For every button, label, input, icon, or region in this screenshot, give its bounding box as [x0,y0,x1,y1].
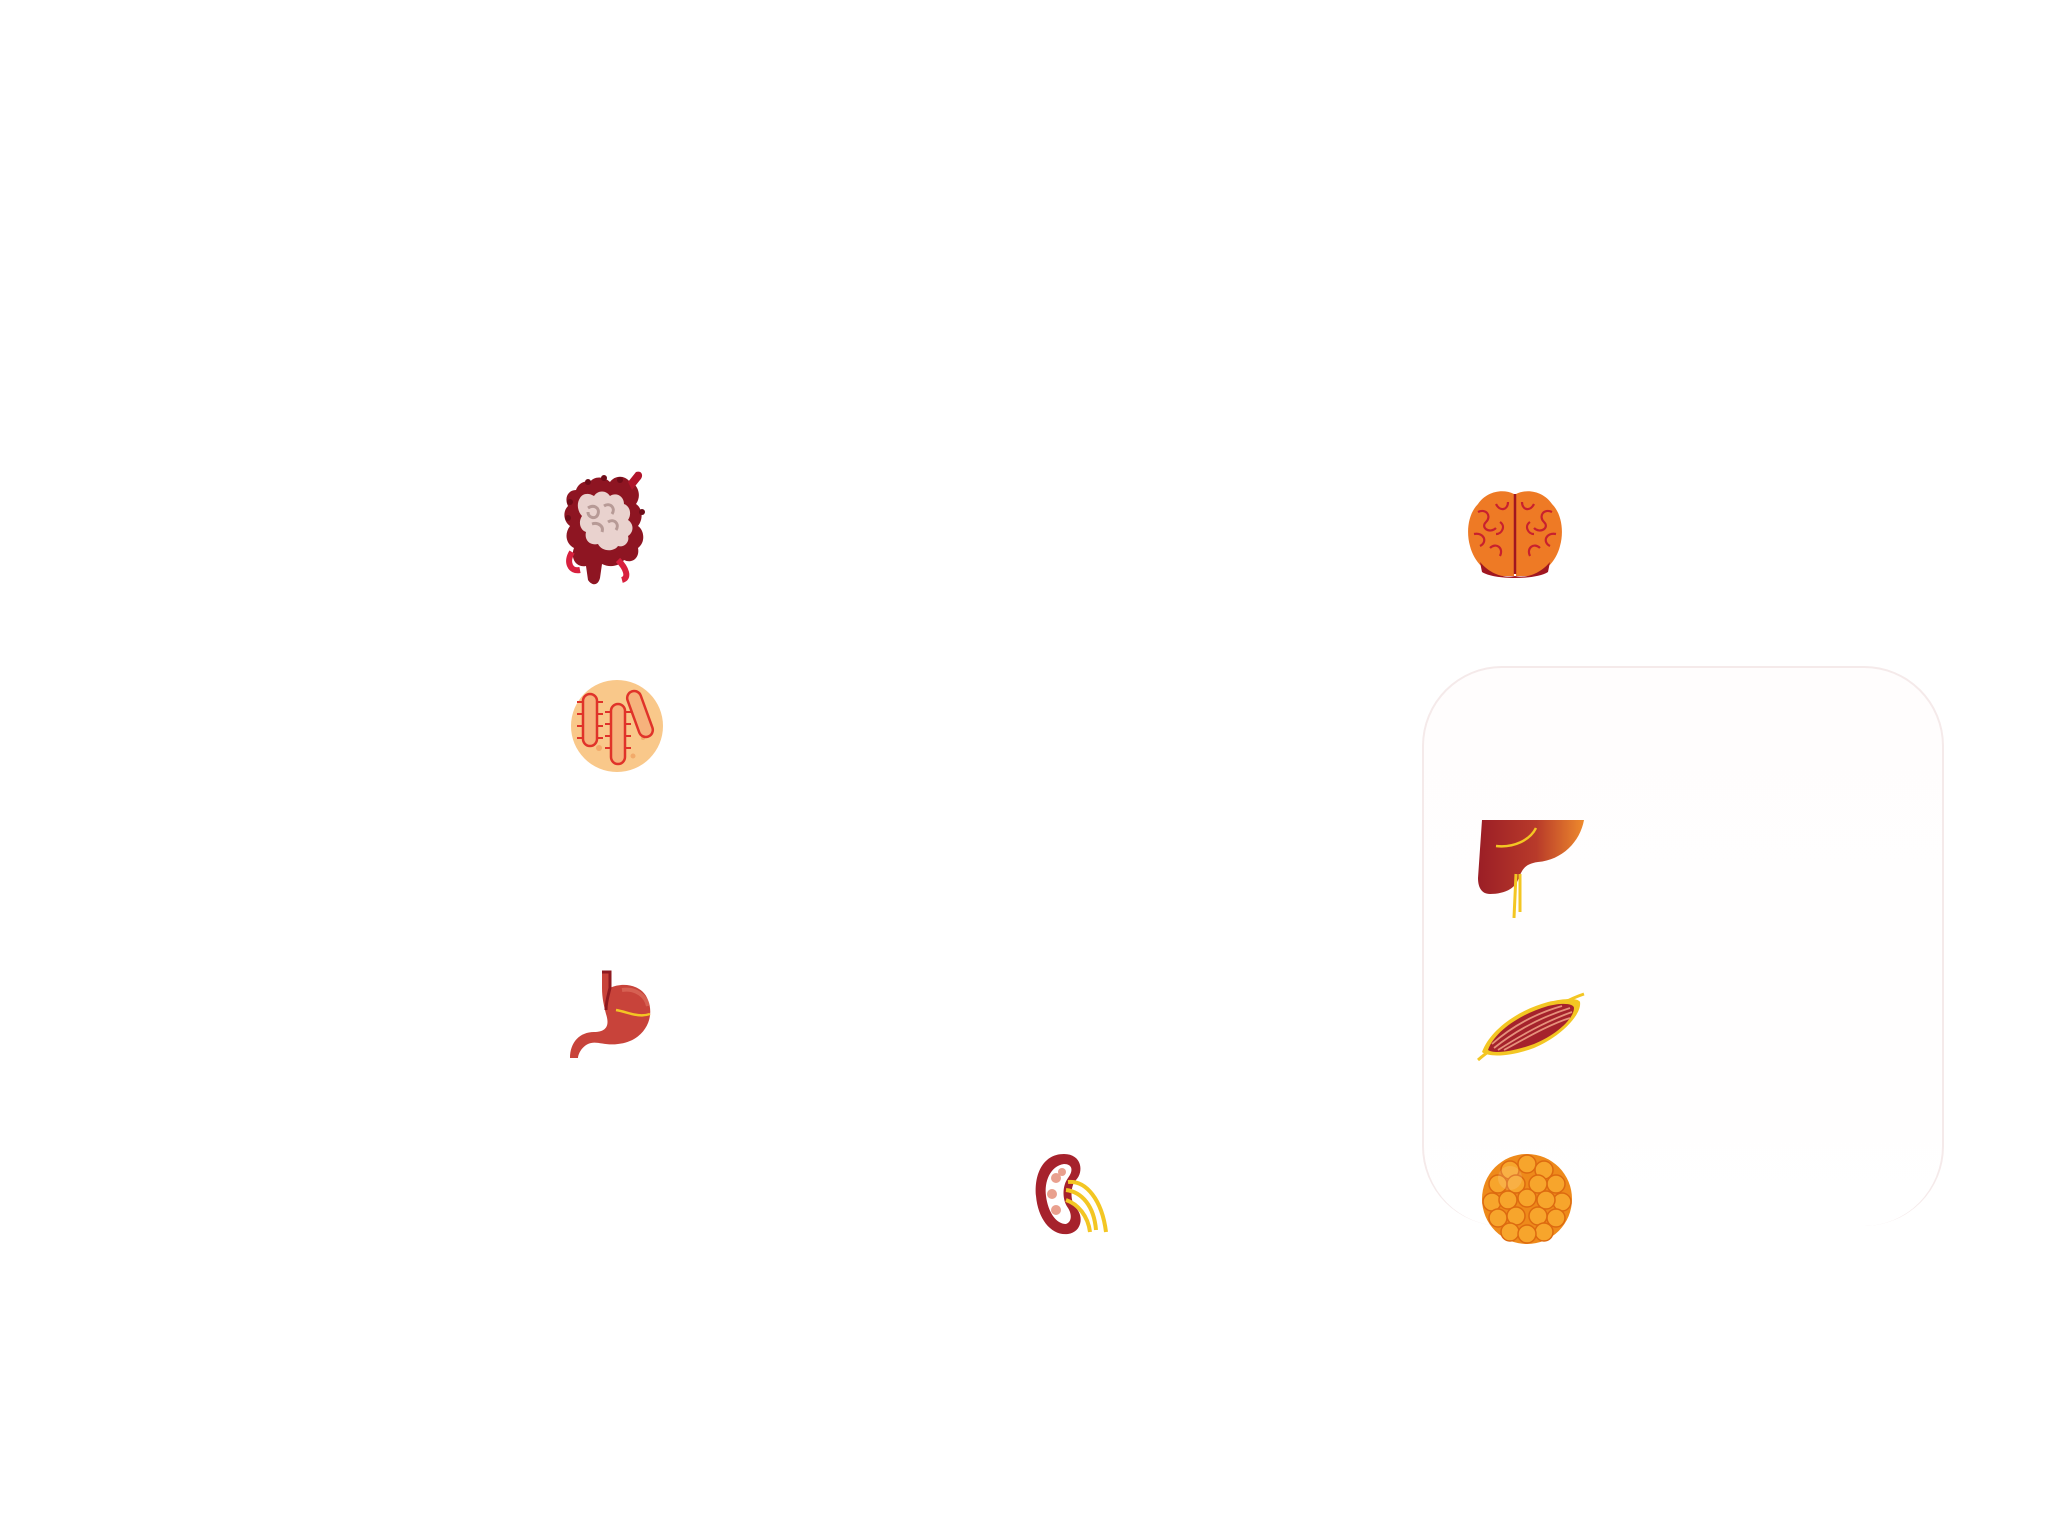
intestines-icon [558,468,650,596]
liver-icon [1476,820,1586,918]
stomach-icon [566,970,656,1058]
brain-icon [1466,488,1564,580]
muscle-icon [1474,990,1586,1064]
kidney-icon [1032,1150,1112,1238]
highlight-panel [1422,666,1944,1226]
fat-cells-icon [1480,1152,1574,1246]
bacteria-icon [569,678,665,774]
